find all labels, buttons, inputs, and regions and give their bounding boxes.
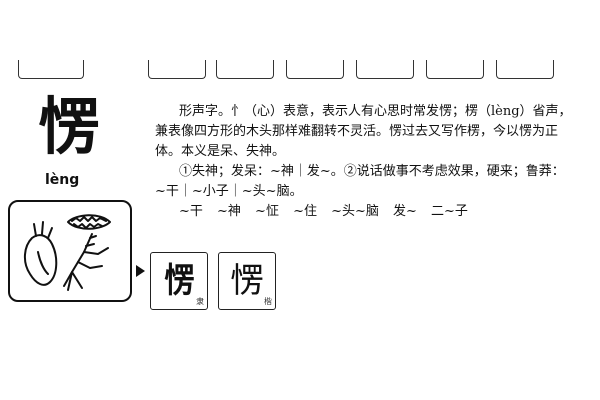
previous-script-frame-5: [426, 60, 484, 79]
clerical-script-tag: 隶: [196, 297, 204, 306]
heart-and-mouth-pictograph-icon: [24, 214, 111, 291]
head-character: 愣: [38, 90, 100, 163]
definition-text: 形声字。忄（心）表意，表示人有心思时常发愣；楞（lèng）省声，兼表像四方形的木…: [155, 102, 575, 222]
previous-script-frame-2: [216, 60, 274, 79]
regular-script-box: 愣 楷: [218, 252, 276, 310]
previous-entry-frame: [18, 60, 84, 79]
pinyin: lèng: [45, 172, 80, 188]
previous-script-frame-3: [286, 60, 344, 79]
etymology-paragraph: 形声字。忄（心）表意，表示人有心思时常发愣；楞（lèng）省声，兼表像四方形的木…: [155, 104, 572, 159]
meanings-paragraph: ①失神；发呆：~神｜发~。②说话做事不考虑效果，硬来；鲁莽：~干｜~小子｜~头~…: [155, 164, 565, 199]
clerical-script-box: 愣 隶: [150, 252, 208, 310]
pictograph-frame: [8, 200, 132, 302]
previous-script-frame-1: [148, 60, 206, 79]
regular-script-tag: 楷: [264, 297, 272, 306]
previous-script-frame-6: [496, 60, 554, 79]
regular-script-glyph: 愣: [230, 261, 264, 301]
previous-entry-strip: [0, 60, 600, 84]
clerical-script-glyph: 愣: [164, 261, 195, 301]
evolution-arrow-icon: [136, 265, 145, 277]
word-examples: ~干 ~神 ~怔 ~住 ~头~脑 发~ 二~子: [179, 204, 468, 219]
previous-script-frame-4: [356, 60, 414, 79]
